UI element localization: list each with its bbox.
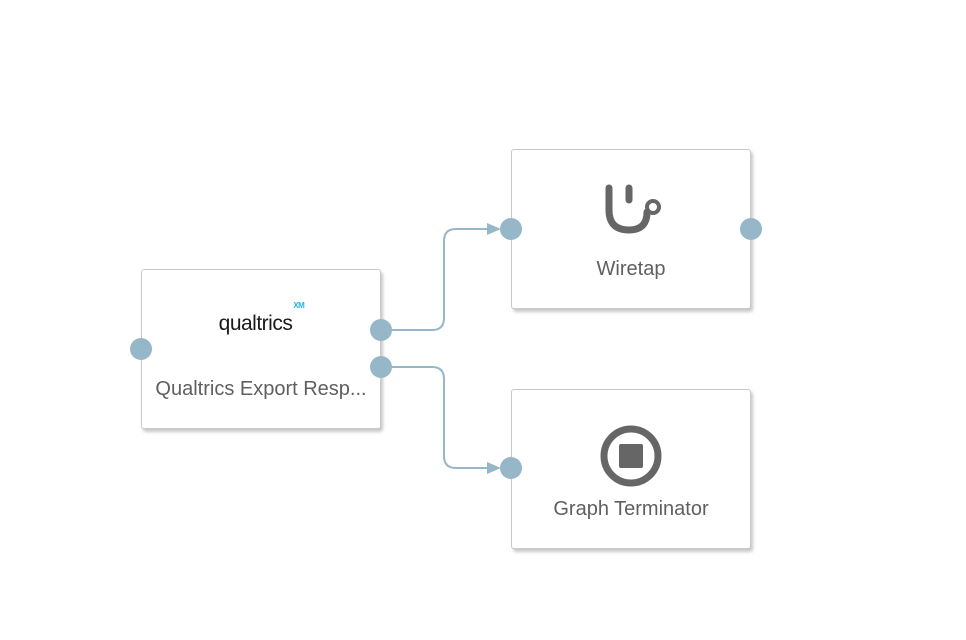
stop-circle-icon [512, 424, 750, 488]
wiretap-node-label: Wiretap [596, 258, 666, 280]
connector-qualtrics-to-wiretap[interactable] [381, 223, 501, 331]
stethoscope-icon [512, 182, 750, 248]
qualtrics-input-port[interactable] [130, 338, 152, 360]
graph-terminator-input-port[interactable] [500, 457, 522, 479]
qualtrics-node-label: Qualtrics Export Resp... [155, 378, 367, 400]
qualtrics-logo-text: qualtrics [218, 312, 293, 335]
graph-terminator-node[interactable]: Graph Terminator [511, 389, 751, 549]
wiretap-node[interactable]: Wiretap [511, 149, 751, 309]
qualtrics-output-port-2[interactable] [370, 356, 392, 378]
connector-qualtrics-to-terminator[interactable] [381, 366, 501, 474]
wiretap-input-port[interactable] [500, 218, 522, 240]
wiretap-output-port[interactable] [740, 218, 762, 240]
graph-terminator-node-label: Graph Terminator [553, 498, 709, 520]
qualtrics-logo-xm: XM [293, 301, 305, 310]
qualtrics-output-port-1[interactable] [370, 319, 392, 341]
